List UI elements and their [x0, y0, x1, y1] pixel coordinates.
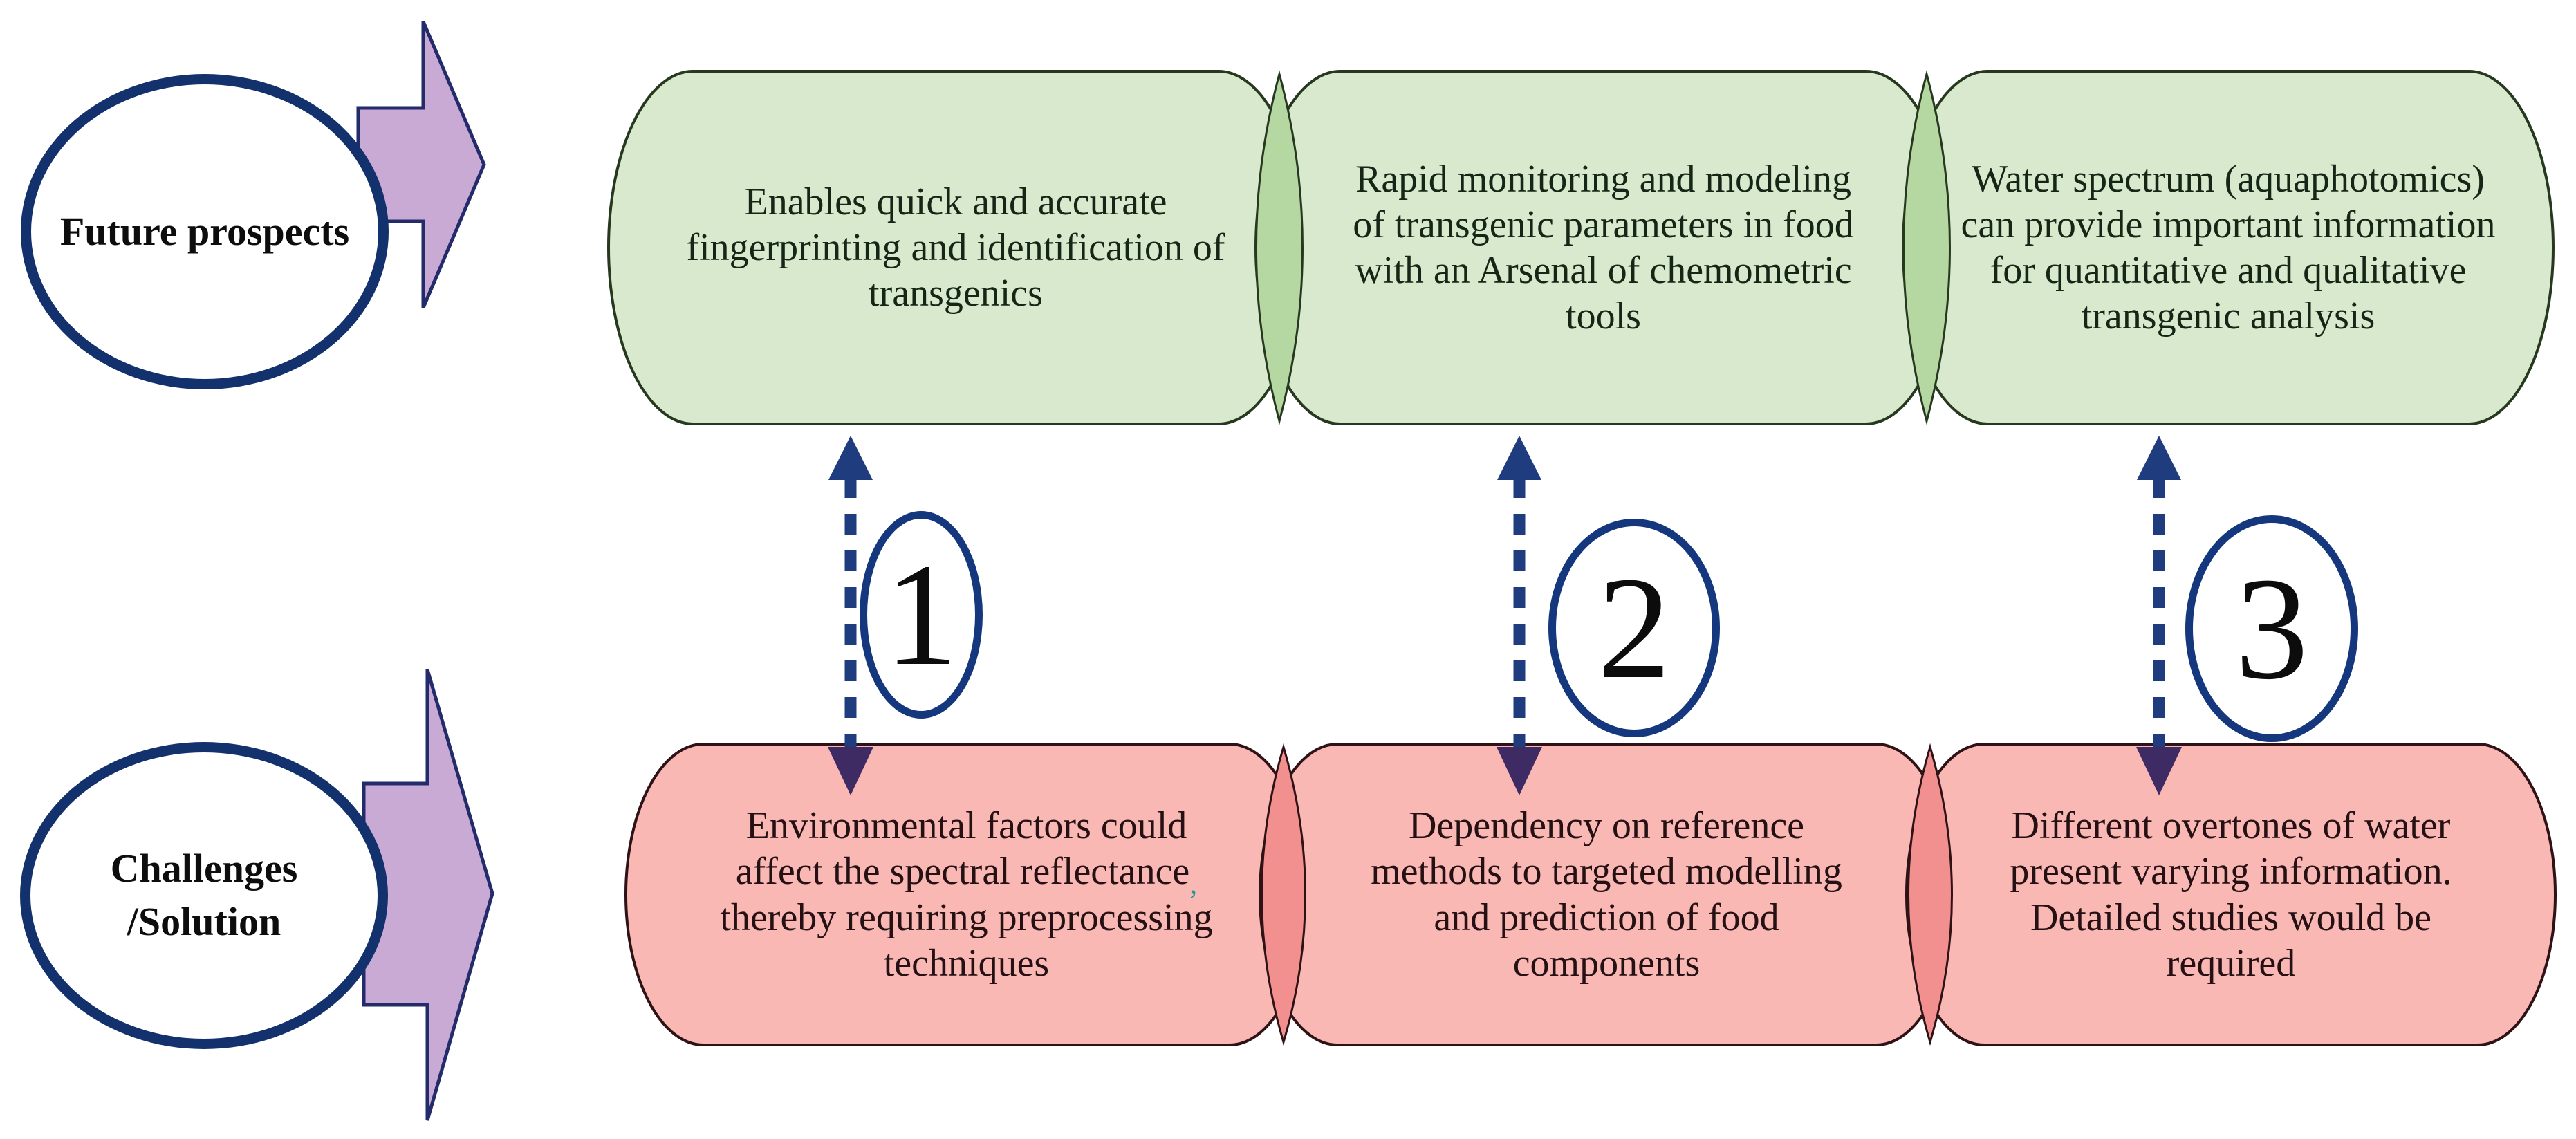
connector-up-arrowhead-1 [828, 436, 873, 480]
challenge-text-3: Different overtones of water present var… [2010, 804, 2452, 985]
connector-arrow-2 [1497, 436, 1542, 795]
challenge-1-teal-comma-mark: , [1189, 867, 1198, 901]
connector-up-arrowhead-2 [1497, 436, 1541, 480]
red-overlap-lens-1 [1261, 743, 1306, 1046]
connector-number-3: 3 [2235, 547, 2308, 710]
connector-up-arrowhead-3 [2137, 436, 2181, 480]
prospect-text-1: Enables quick and accurate fingerprintin… [686, 180, 1225, 315]
connector-number-2: 2 [1597, 546, 1671, 709]
challenges-label: Challenges /Solution [110, 846, 298, 944]
prospect-text-2: Rapid monitoring and modeling of transge… [1353, 157, 1854, 338]
challenge-text-1: Environmental factors could affect the s… [719, 751, 1214, 1038]
green-overlap-lens-1 [1255, 70, 1304, 425]
challenge-1-before: Environmental factors could affect the s… [735, 804, 1190, 893]
green-overlap-lens-2 [1902, 70, 1951, 425]
connector-down-arrowhead-2 [1497, 747, 1542, 795]
future-prospects-label: Future prospects [59, 208, 350, 254]
challenge-text-2: Dependency on reference methods to targe… [1371, 804, 1842, 985]
connector-number-circle-3: 3 [2185, 515, 2358, 742]
future-prospects-ellipse: Future prospects [21, 74, 389, 389]
connector-number-circle-2: 2 [1548, 519, 1720, 737]
prospect-text-3: Water spectrum (aquaphotomics) can provi… [1961, 157, 2496, 338]
connector-number-circle-1: 1 [860, 511, 983, 719]
challenge-1-after: thereby requiring preprocessing techniqu… [720, 896, 1213, 985]
connector-down-arrowhead-1 [828, 747, 873, 795]
connector-down-arrowhead-3 [2136, 747, 2182, 795]
connector-arrow-3 [2136, 436, 2182, 795]
red-overlap-lens-2 [1907, 743, 1953, 1046]
challenge-box-3 [1905, 743, 2557, 1046]
connector-arrow-1 [828, 436, 873, 795]
connector-number-1: 1 [884, 533, 958, 696]
challenges-ellipse: Challenges /Solution [20, 742, 388, 1049]
right-arrow-shape-bottom [362, 669, 494, 1121]
